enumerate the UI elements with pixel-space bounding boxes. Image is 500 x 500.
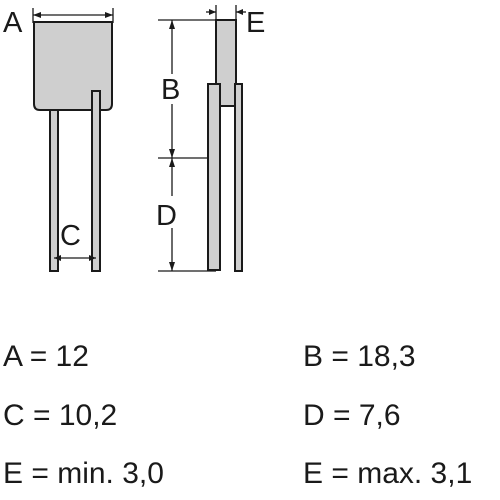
label-e: E — [246, 7, 265, 39]
lead-side-right — [234, 83, 243, 272]
dimension-b-d — [158, 19, 216, 272]
dimension-e — [206, 5, 246, 20]
spec-d: D = 7,6 — [303, 399, 401, 432]
spec-e-max: E = max. 3,1 — [303, 457, 473, 490]
spec-b: B = 18,3 — [303, 340, 416, 373]
label-a: A — [3, 7, 23, 39]
spec-c: C = 10,2 — [3, 399, 118, 432]
lead-left-front — [49, 109, 59, 272]
label-c: C — [60, 220, 81, 252]
label-d: D — [156, 200, 177, 232]
lead-side-left — [207, 83, 221, 271]
lead-right-front — [91, 90, 101, 272]
label-b: B — [161, 74, 180, 106]
component-body-front — [33, 21, 113, 111]
dimension-a — [32, 8, 114, 23]
spec-e-min: E = min. 3,0 — [3, 457, 164, 490]
dimension-c — [54, 255, 96, 261]
component-drawing: A C B D E — [3, 5, 265, 272]
spec-a: A = 12 — [3, 340, 89, 373]
